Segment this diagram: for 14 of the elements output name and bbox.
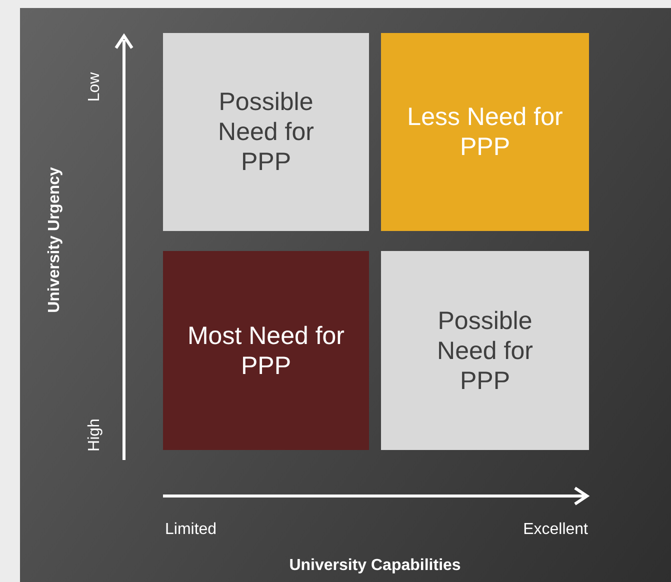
quadrant-label: Possible Need for PPP <box>217 87 315 177</box>
quadrant-box <box>381 251 589 450</box>
quadrant-label: Less Need for PPP <box>406 102 564 162</box>
quadrant-label: Most Need for PPP <box>186 320 346 380</box>
axis-label: High <box>87 418 103 452</box>
quadrant-label: Possible Need for PPP <box>436 306 534 396</box>
axis-label: Low <box>87 72 103 102</box>
quadrant-box <box>381 33 589 231</box>
quadrant-box <box>163 251 369 450</box>
axis-label: University Urgency <box>47 167 63 313</box>
axis-label: Excellent <box>523 522 588 538</box>
quadrant-box <box>163 33 369 231</box>
axis-label: Limited <box>165 522 217 538</box>
axis-label: University Capabilities <box>289 558 461 574</box>
